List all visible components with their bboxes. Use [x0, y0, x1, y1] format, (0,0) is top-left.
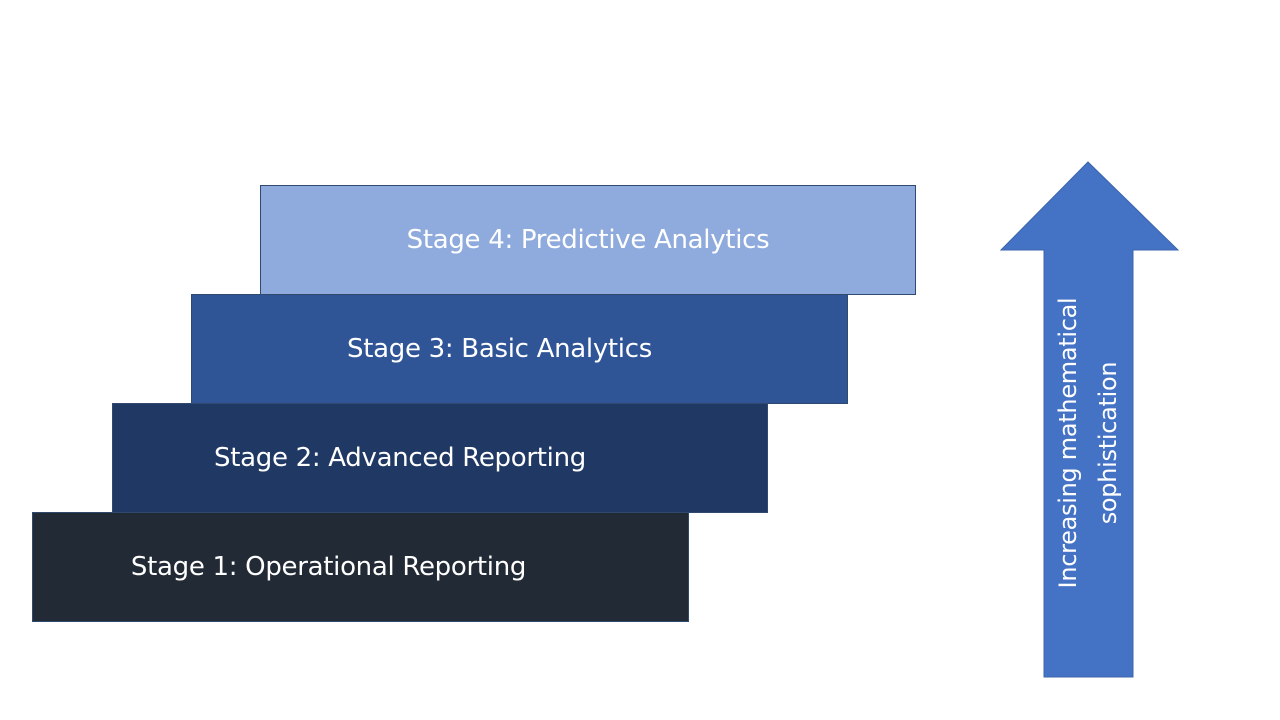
stage-3-label: Stage 3: Basic Analytics — [347, 334, 652, 364]
up-arrow-icon — [1000, 161, 1180, 678]
stage-2-label: Stage 2: Advanced Reporting — [214, 443, 586, 473]
stage-2-step: Stage 2: Advanced Reporting — [112, 403, 768, 513]
arrow-caption-line-2: sophistication — [1094, 361, 1122, 525]
stage-4-step: Stage 4: Predictive Analytics — [260, 185, 916, 295]
arrow-caption: Increasing mathematical sophistication — [1048, 273, 1128, 613]
stage-1-label: Stage 1: Operational Reporting — [130, 552, 527, 582]
stage-3-step: Stage 3: Basic Analytics — [191, 294, 848, 404]
stage-1-step: Stage 1: Operational Reporting — [32, 512, 689, 622]
stage-4-label: Stage 4: Predictive Analytics — [406, 225, 770, 255]
arrow-caption-line-1: Increasing mathematical — [1054, 297, 1082, 589]
